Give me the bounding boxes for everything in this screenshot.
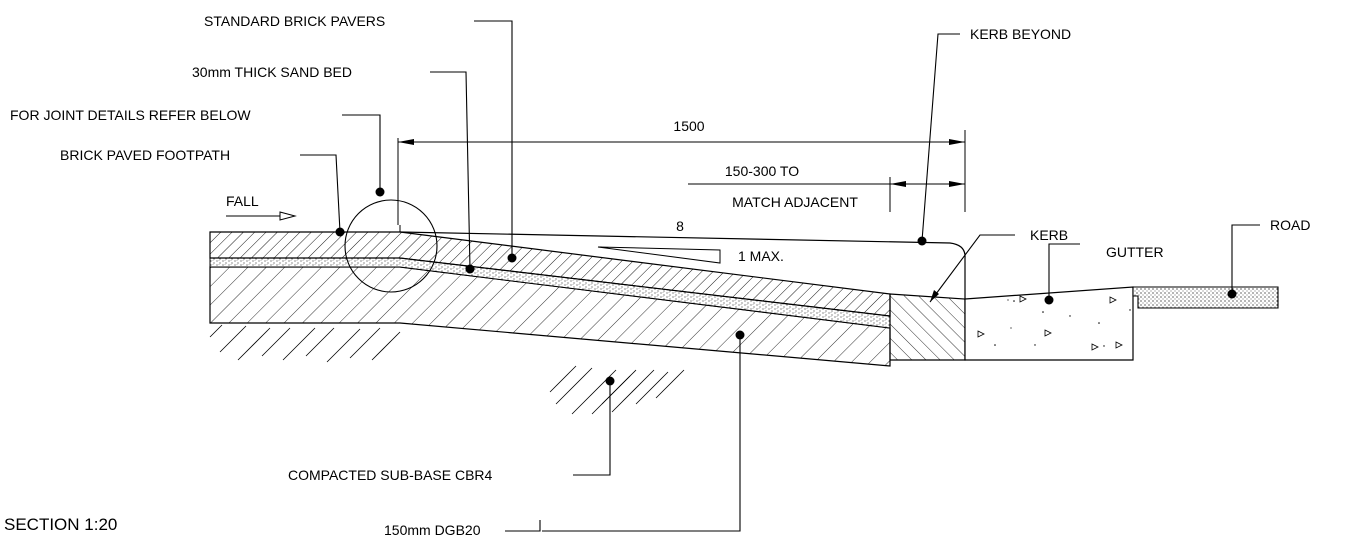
dimension-1500 <box>397 130 966 225</box>
label-standard-brick-pavers: STANDARD BRICK PAVERS <box>204 13 385 29</box>
slope-rise-label: 1 MAX. <box>738 248 784 264</box>
subgrade-hatching <box>209 324 685 415</box>
fall-arrow-icon <box>226 211 297 221</box>
leader-lines <box>300 20 1260 532</box>
joint-detail-circle <box>344 199 438 293</box>
leader-dots <box>335 187 1237 386</box>
label-sand-bed: 30mm THICK SAND BED <box>192 64 352 80</box>
label-brick-paved-footpath: BRICK PAVED FOOTPATH <box>60 147 230 163</box>
dim-arrow-offset-right <box>949 181 965 187</box>
pavement-layers <box>209 231 891 367</box>
dimension-kerb-offset <box>688 177 965 212</box>
label-kerb: KERB <box>1030 227 1068 243</box>
dimension-1500-label: 1500 <box>673 118 704 134</box>
slope-run-label: 8 <box>676 218 684 234</box>
kerb-offset-label-line2: MATCH ADJACENT <box>732 194 858 210</box>
label-gutter: GUTTER <box>1106 244 1164 260</box>
road-surface <box>1132 286 1279 309</box>
section-title: SECTION 1:20 <box>4 515 117 534</box>
label-kerb-beyond: KERB BEYOND <box>970 26 1071 42</box>
dim-arrow-offset-left <box>890 181 906 187</box>
kerb-section <box>889 293 966 361</box>
label-joint-details: FOR JOINT DETAILS REFER BELOW <box>10 107 251 123</box>
kerb-leader-arrowhead <box>930 290 939 302</box>
slope-indicator-triangle <box>597 246 721 264</box>
label-dgb20: 150mm DGB20 <box>384 522 481 538</box>
label-road: ROAD <box>1270 217 1310 233</box>
kerb-beyond-outline <box>399 231 966 299</box>
kerb-offset-label-line1: 150-300 TO <box>725 163 799 179</box>
dim-arrow-right <box>949 139 965 145</box>
label-compacted-sub-base: COMPACTED SUB-BASE CBR4 <box>288 467 493 483</box>
fall-label: FALL <box>226 193 259 209</box>
gutter-section <box>964 286 1134 361</box>
dim-arrow-left <box>398 139 414 145</box>
